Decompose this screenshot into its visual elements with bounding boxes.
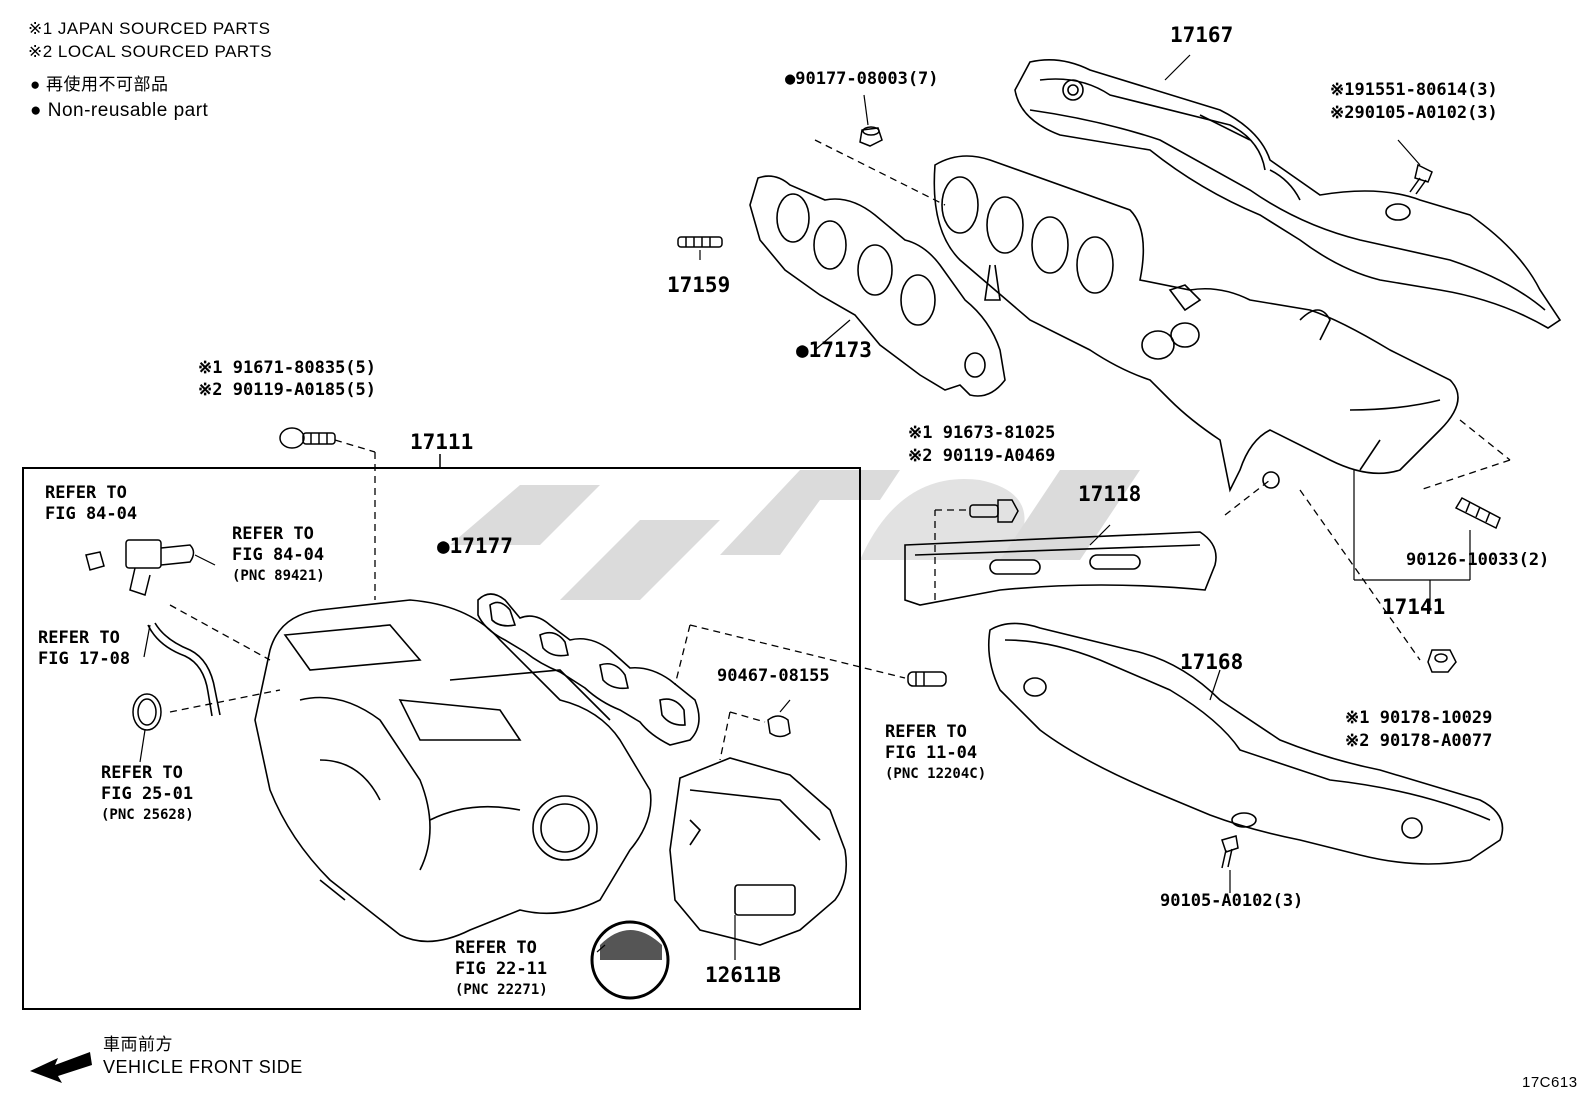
- cover-part: [669, 757, 848, 946]
- part-91671: ※1 91671-80835(5): [198, 358, 377, 378]
- heat-insulator-lower: [987, 622, 1504, 865]
- part-90105: 90105-A0102(3): [1160, 891, 1304, 911]
- bolt-insulator: [1409, 163, 1433, 195]
- figure-code: 17C613: [1522, 1074, 1578, 1091]
- refer-label: REFER TO: [885, 722, 967, 742]
- nut: [859, 126, 883, 147]
- part-90177: ●90177-08003(7): [785, 69, 939, 89]
- refer-label: REFER TO: [101, 763, 183, 783]
- stud-lower: [1454, 497, 1501, 530]
- dashed-lines: [169, 139, 1511, 761]
- part-90119a: ※2 90119-A0185(5): [198, 380, 377, 400]
- refer-fig-25-01[interactable]: REFER TO FIG 25-01 (PNC 25628): [101, 763, 194, 826]
- legend-nonreusable-jp: ● 再使用不可部品: [30, 75, 169, 94]
- stud-bolt: [677, 236, 723, 248]
- refer-pnc: (PNC 25628): [101, 807, 194, 823]
- intake-bolt: [279, 427, 336, 449]
- part-17167: 17167: [1170, 23, 1234, 47]
- refer-label: REFER TO: [38, 628, 120, 648]
- part-17168: 17168: [1180, 650, 1244, 674]
- stay-bolt: [969, 499, 1019, 523]
- refer-fig: FIG 84-04: [232, 545, 325, 565]
- refer-label: REFER TO: [455, 938, 537, 958]
- intake-manifold: [254, 599, 652, 943]
- front-label-en: VEHICLE FRONT SIDE: [103, 1057, 303, 1077]
- subassembly-frame: [22, 467, 861, 1010]
- part-90178a: ※1 90178-10029: [1345, 708, 1493, 728]
- intake-gasket: [477, 593, 700, 746]
- front-label-jp: 車両前方: [103, 1035, 173, 1054]
- refer-fig: FIG 11-04: [885, 743, 978, 763]
- nut-lower: [1427, 649, 1457, 673]
- part-91673: ※1 91673-81025: [908, 423, 1056, 443]
- part-17118: 17118: [1078, 482, 1142, 506]
- refer-fig-22-11[interactable]: REFER TO FIG 22-11 (PNC 22271): [455, 938, 548, 1001]
- pcv-valve: [907, 671, 947, 687]
- legend-nonreusable-en: ● Non-reusable part: [30, 100, 209, 121]
- exhaust-manifold: [933, 155, 1459, 493]
- refer-pnc: (PNC 89421): [232, 568, 325, 584]
- refer-fig: FIG 22-11: [455, 959, 548, 979]
- leader-lines: [139, 54, 1471, 960]
- part-17177: ●17177: [437, 534, 513, 558]
- refer-pnc: (PNC 22271): [455, 982, 548, 998]
- front-arrow-icon: [30, 1052, 92, 1083]
- refer-fig: FIG 25-01: [101, 784, 194, 804]
- refer-fig-11-04[interactable]: REFER TO FIG 11-04 (PNC 12204C): [885, 722, 986, 785]
- part-17173: ●17173: [796, 338, 872, 362]
- plug: [767, 715, 791, 738]
- legend-japan: ※1 JAPAN SOURCED PARTS: [28, 19, 271, 38]
- part-90467: 90467-08155: [717, 666, 830, 686]
- bolt-lower: [1221, 835, 1239, 869]
- part-90126: 90126-10033(2): [1406, 550, 1550, 570]
- legend-local: ※2 LOCAL SOURCED PARTS: [28, 42, 273, 61]
- part-17141: 17141: [1382, 595, 1446, 619]
- refer-label: REFER TO: [232, 524, 314, 544]
- part-90178b: ※2 90178-A0077: [1345, 731, 1493, 751]
- part-191551: ※191551-80614(3): [1330, 80, 1498, 100]
- part-290105: ※290105-A0102(3): [1330, 103, 1498, 123]
- heat-insulator-upper: [1014, 59, 1562, 329]
- manifold-stay: [904, 531, 1217, 606]
- part-12611b: 12611B: [705, 963, 781, 987]
- hose: [154, 622, 221, 716]
- part-17111: 17111: [410, 430, 474, 454]
- refer-fig: FIG 17-08: [38, 649, 131, 669]
- refer-pnc: (PNC 12204C): [885, 766, 987, 782]
- refer-fig-84-04-a[interactable]: REFER TO FIG 84-04: [45, 483, 137, 525]
- part-17159: 17159: [667, 273, 731, 297]
- sensor-part: [85, 539, 195, 596]
- refer-fig: FIG 84-04: [45, 504, 138, 524]
- exhaust-gasket: [749, 175, 1006, 397]
- refer-fig-17-08[interactable]: REFER TO FIG 17-08: [38, 628, 130, 670]
- part-90119b: ※2 90119-A0469: [908, 446, 1056, 466]
- watermark-logo: [450, 470, 1140, 600]
- refer-fig-84-04-b[interactable]: REFER TO FIG 84-04 (PNC 89421): [232, 524, 325, 587]
- refer-label: REFER TO: [45, 483, 127, 503]
- throttle-gasket: [590, 920, 670, 1000]
- clamp-ring: [132, 693, 162, 731]
